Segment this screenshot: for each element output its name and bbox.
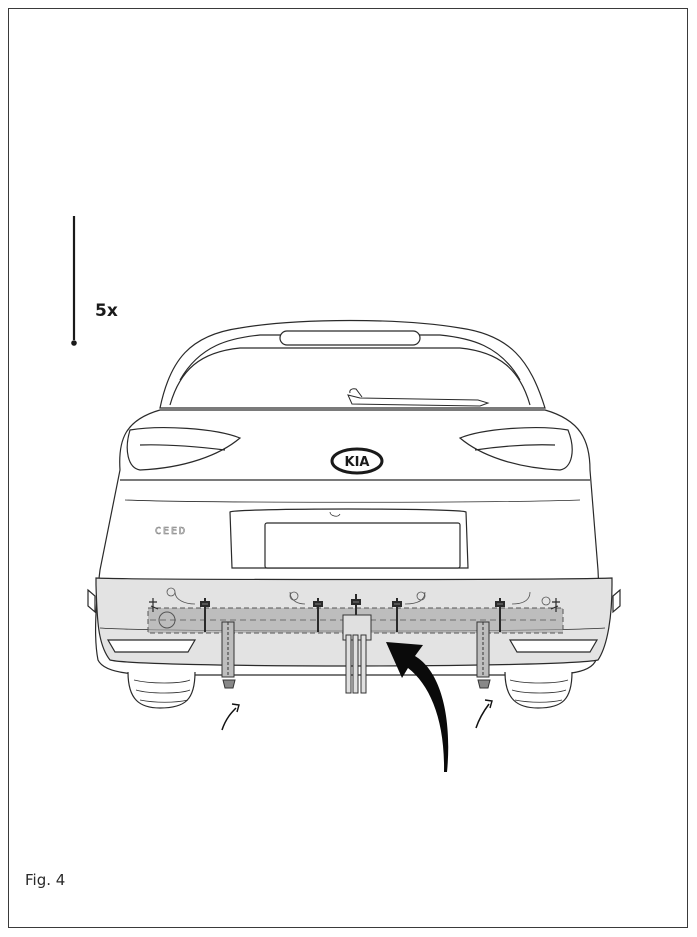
kia-logo-icon: KIA <box>330 447 384 475</box>
brand-logo-text: KIA <box>345 455 370 470</box>
side-bracket-right <box>476 621 491 689</box>
arrow-icon <box>221 699 493 731</box>
center-bracket <box>342 614 372 694</box>
large-curved-arrow <box>386 642 449 772</box>
model-badge: CEED <box>155 526 187 537</box>
figure-label: Fig. 4 <box>25 871 66 889</box>
cable-tie-icon <box>71 216 77 346</box>
quantity-label: 5x <box>95 301 118 321</box>
rear-tires <box>127 671 573 709</box>
side-bracket-left <box>221 621 236 689</box>
